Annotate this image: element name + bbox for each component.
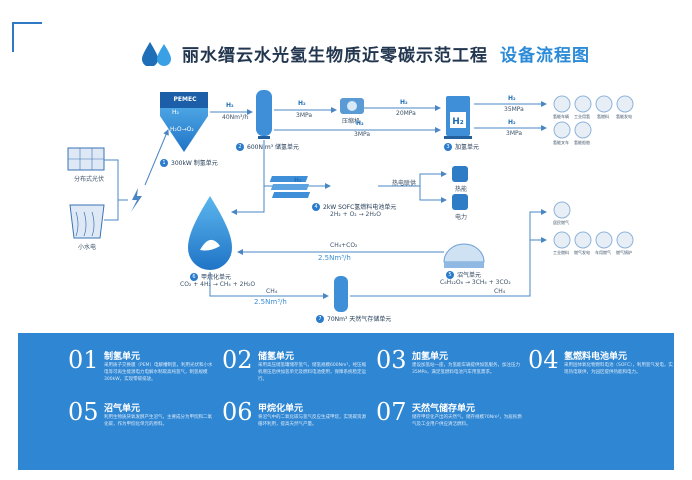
edge-ch4-a: CH₄ bbox=[266, 288, 278, 295]
fuelcell-formula: 2H₂ + O₂ → 2H₂O bbox=[330, 211, 382, 218]
power-icon bbox=[452, 194, 468, 210]
biogas-digester-icon bbox=[443, 243, 485, 268]
unit-ng-storage-name: 7 70Nm³ 天然气存储单元 bbox=[316, 314, 391, 323]
natural-gas-tank-icon bbox=[334, 276, 348, 312]
unit-description-panel: 01 制氢单元 采用质子交换膜（PEM）电解槽制氢，利用光伏和小水电等可再生能源… bbox=[18, 333, 674, 470]
corner-decoration bbox=[12, 22, 42, 52]
edge-p-b: 3MPa bbox=[296, 112, 313, 119]
hydro-label: 小水电 bbox=[78, 244, 97, 251]
edge-h2-a: H₂ bbox=[226, 102, 234, 109]
hydro-dam-icon bbox=[69, 204, 105, 239]
biogas-formula: C₆H₁₂O₆ → 3CH₄ + 3CO₂ bbox=[440, 279, 511, 286]
h2-user-5: 氢能船舶 bbox=[574, 140, 590, 145]
edge-p-d: 3MPa bbox=[354, 131, 371, 138]
h2-user-1: 工业用氢 bbox=[574, 114, 590, 119]
gas-users-icons bbox=[553, 201, 634, 249]
edge-h2-f: H₂ bbox=[508, 119, 516, 126]
power-label: 电力 bbox=[455, 214, 468, 221]
methanation-formula: CO₂ + 4H₂ → CH₄ + 2H₂O bbox=[180, 281, 256, 288]
ng-user-2: 燃气发电 bbox=[574, 250, 590, 255]
heat-icon bbox=[452, 166, 468, 182]
unit-refuel-name: 3 加氢单元 bbox=[444, 142, 479, 151]
unit-fuelcell-name: 4 2kW SOFC氢燃料电池单元 bbox=[312, 202, 396, 211]
edge-p-e: 35MPa bbox=[504, 106, 524, 113]
edge-rate-c: 2.5Nm³/h bbox=[254, 298, 287, 306]
h2-user-2: 氢燃料 bbox=[597, 114, 609, 119]
compressor-icon bbox=[340, 98, 364, 114]
edge-h2-e: H₂ bbox=[508, 95, 516, 102]
ng-user-1: 工业燃料 bbox=[553, 250, 569, 255]
edge-ch4co2: CH₄+CO₂ bbox=[330, 242, 358, 249]
ng-user-4: 燃气锅炉 bbox=[616, 250, 632, 255]
edge-h2-g: H₂ bbox=[294, 177, 302, 184]
h2-user-0: 氢能车辆 bbox=[553, 114, 569, 119]
unit-methanation-name: 6 甲烷化单元 bbox=[190, 272, 231, 281]
pemec-electrolyzer-icon bbox=[160, 92, 208, 152]
hydrogen-dispenser-icon: H₂ bbox=[444, 96, 472, 139]
title-bar: 丽水缙云水光氢生物质近零碳示范工程 设备流程图 bbox=[140, 38, 590, 68]
edge-rate-a: 40Nm³/h bbox=[222, 114, 249, 121]
hydrogen-users-icons bbox=[553, 95, 634, 139]
solar-label: 分布式光伏 bbox=[74, 176, 105, 183]
pemec-label: PEMEC bbox=[173, 96, 197, 103]
water-drop-logo-icon bbox=[142, 42, 171, 66]
pemec-h2: H₂ bbox=[172, 109, 179, 116]
unit-storage-name: 2 600N m³ 储氢单元 bbox=[236, 142, 299, 151]
methanation-drop-icon bbox=[188, 196, 232, 270]
unit-biogas-name: 5 沼气单元 bbox=[446, 270, 481, 279]
solar-panel-icon bbox=[67, 147, 105, 171]
edge-ch4-b: CH₄ bbox=[494, 288, 506, 295]
edge-heat-power: 热电联供 bbox=[392, 180, 417, 187]
ng-user-3: 车用燃气 bbox=[595, 250, 611, 255]
flow-diagram: H₂ bbox=[67, 90, 634, 312]
heat-label: 热能 bbox=[455, 186, 468, 193]
unit-electrolysis-name: 1 300kW 制氢单元 bbox=[160, 158, 218, 167]
edge-h2-c: H₂ bbox=[400, 99, 408, 106]
edge-h2-d: H₂ bbox=[356, 120, 364, 127]
edge-h2-b: H₂ bbox=[298, 100, 306, 107]
hydrogen-storage-tank-icon bbox=[256, 90, 272, 139]
edge-rate-b: 2.5Nm³/h bbox=[318, 254, 351, 262]
svg-text:H₂: H₂ bbox=[452, 117, 464, 127]
pemec-h2o: H₂O→O₂ bbox=[170, 126, 194, 133]
ng-user-0: 居民燃气 bbox=[553, 220, 569, 225]
compressor-label: 压缩机 bbox=[342, 118, 361, 125]
page-title: 丽水缙云水光氢生物质近零碳示范工程 bbox=[182, 45, 488, 66]
edge-p-c: 20MPa bbox=[396, 110, 416, 117]
h2-user-4: 氢能叉车 bbox=[553, 140, 569, 145]
fuel-cell-stack-icon bbox=[269, 176, 311, 198]
edge-p-f: 3MPa bbox=[506, 130, 523, 137]
h2-user-3: 氢能发电 bbox=[616, 114, 632, 119]
electricity-bolt-icon bbox=[131, 188, 142, 212]
page-title-accent: 设备流程图 bbox=[500, 45, 590, 66]
